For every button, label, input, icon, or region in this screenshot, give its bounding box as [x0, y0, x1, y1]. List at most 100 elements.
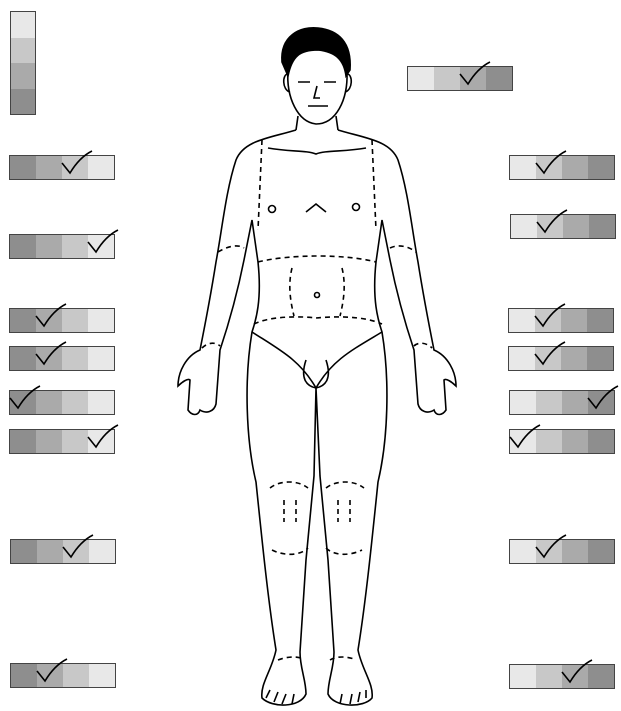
sternum — [306, 204, 326, 212]
right-nipple — [353, 204, 360, 211]
scale-cell-4[interactable] — [589, 215, 615, 238]
abdomen-left — [290, 268, 294, 316]
scale-cell-3[interactable] — [563, 215, 589, 238]
scale-cell-2[interactable] — [536, 391, 562, 414]
knee-left — [270, 482, 308, 554]
left-nipple — [269, 206, 276, 213]
upper-arm-boundary-left — [218, 246, 244, 252]
scale-cell-3[interactable] — [561, 309, 587, 332]
scale-cell-1[interactable] — [510, 665, 536, 688]
scale-cell-4[interactable] — [88, 391, 114, 414]
intensity-legend — [10, 11, 36, 115]
scale-cell-3[interactable] — [460, 67, 486, 90]
scale-cell-4[interactable] — [587, 309, 613, 332]
scale-cell-3[interactable] — [62, 156, 88, 179]
intensity-scale-right-8[interactable] — [509, 664, 615, 689]
scale-cell-3[interactable] — [562, 540, 588, 563]
scale-cell-3[interactable] — [62, 347, 88, 370]
scale-cell-4[interactable] — [588, 540, 614, 563]
intensity-scale-right-1[interactable] — [509, 155, 615, 180]
scale-cell-2[interactable] — [535, 347, 561, 370]
navel — [315, 293, 320, 298]
intensity-scale-right-4[interactable] — [508, 346, 614, 371]
intensity-scale-right-2[interactable] — [510, 214, 616, 239]
scale-cell-4[interactable] — [486, 67, 512, 90]
nose — [314, 86, 320, 98]
scale-cell-3[interactable] — [63, 664, 89, 687]
scale-cell-4[interactable] — [88, 347, 114, 370]
scale-cell-2[interactable] — [36, 309, 62, 332]
scale-cell-2[interactable] — [36, 391, 62, 414]
intensity-scale-left-7[interactable] — [10, 539, 116, 564]
scale-cell-4[interactable] — [88, 235, 114, 258]
wrist-boundary-right — [414, 343, 432, 348]
abdomen-right — [340, 268, 344, 316]
legend-level-1 — [11, 12, 35, 38]
intensity-scale-left-4[interactable] — [9, 346, 115, 371]
checkmark-icon — [84, 423, 120, 451]
scale-cell-4[interactable] — [88, 309, 114, 332]
scale-cell-2[interactable] — [36, 430, 62, 453]
scale-cell-1[interactable] — [10, 391, 36, 414]
scale-cell-4[interactable] — [88, 430, 114, 453]
scale-cell-2[interactable] — [36, 347, 62, 370]
scale-cell-3[interactable] — [562, 156, 588, 179]
intensity-scale-right-5[interactable] — [509, 390, 615, 415]
scale-cell-1[interactable] — [510, 430, 536, 453]
waist-boundary — [258, 256, 376, 262]
scale-cell-2[interactable] — [537, 215, 563, 238]
hip-boundary — [254, 317, 382, 324]
intensity-scale-left-8[interactable] — [10, 663, 116, 688]
scale-cell-1[interactable] — [11, 540, 37, 563]
legend-level-3 — [11, 63, 35, 89]
scale-cell-2[interactable] — [536, 540, 562, 563]
scale-cell-1[interactable] — [510, 391, 536, 414]
scale-cell-4[interactable] — [588, 430, 614, 453]
toes-left — [266, 690, 294, 704]
human-body-front-icon — [170, 20, 460, 710]
scale-cell-1[interactable] — [10, 156, 36, 179]
scale-cell-4[interactable] — [588, 156, 614, 179]
intensity-scale-left-6[interactable] — [9, 429, 115, 454]
legend-level-4 — [11, 89, 35, 115]
scale-cell-3[interactable] — [62, 309, 88, 332]
scale-cell-2[interactable] — [37, 664, 63, 687]
collar — [268, 148, 366, 154]
scale-cell-4[interactable] — [88, 156, 114, 179]
body-outline — [178, 130, 456, 705]
knee-right — [326, 482, 364, 554]
intensity-scale-right-7[interactable] — [509, 539, 615, 564]
intensity-scale-left-3[interactable] — [9, 308, 115, 333]
intensity-scale-right-3[interactable] — [508, 308, 614, 333]
checkmark-icon — [84, 228, 120, 256]
scale-cell-1[interactable] — [10, 235, 36, 258]
shoulder-boundary-right — [372, 140, 376, 230]
scale-cell-4[interactable] — [588, 391, 614, 414]
scale-cell-1[interactable] — [10, 430, 36, 453]
scale-cell-2[interactable] — [535, 309, 561, 332]
hair-shape — [282, 28, 350, 76]
intensity-scale-head-right-of-figure[interactable] — [407, 66, 513, 91]
intensity-scale-left-1[interactable] — [9, 155, 115, 180]
scale-cell-3[interactable] — [63, 540, 89, 563]
intensity-scale-right-6[interactable] — [509, 429, 615, 454]
wrist-boundary-left — [202, 343, 220, 348]
scale-cell-4[interactable] — [89, 540, 115, 563]
scale-cell-2[interactable] — [536, 430, 562, 453]
scale-cell-4[interactable] — [89, 664, 115, 687]
scale-cell-2[interactable] — [36, 235, 62, 258]
scale-cell-3[interactable] — [62, 391, 88, 414]
scale-cell-3[interactable] — [562, 430, 588, 453]
scale-cell-2[interactable] — [536, 156, 562, 179]
scale-cell-4[interactable] — [588, 665, 614, 688]
scale-cell-4[interactable] — [587, 347, 613, 370]
intensity-scale-left-2[interactable] — [9, 234, 115, 259]
scale-cell-3[interactable] — [561, 347, 587, 370]
intensity-scale-left-5[interactable] — [9, 390, 115, 415]
upper-arm-boundary-right — [390, 246, 416, 252]
scale-cell-3[interactable] — [562, 665, 588, 688]
head-outline — [288, 70, 347, 124]
groin-outline — [252, 332, 382, 388]
checkmark-icon — [584, 384, 620, 412]
scale-cell-1[interactable] — [408, 67, 434, 90]
